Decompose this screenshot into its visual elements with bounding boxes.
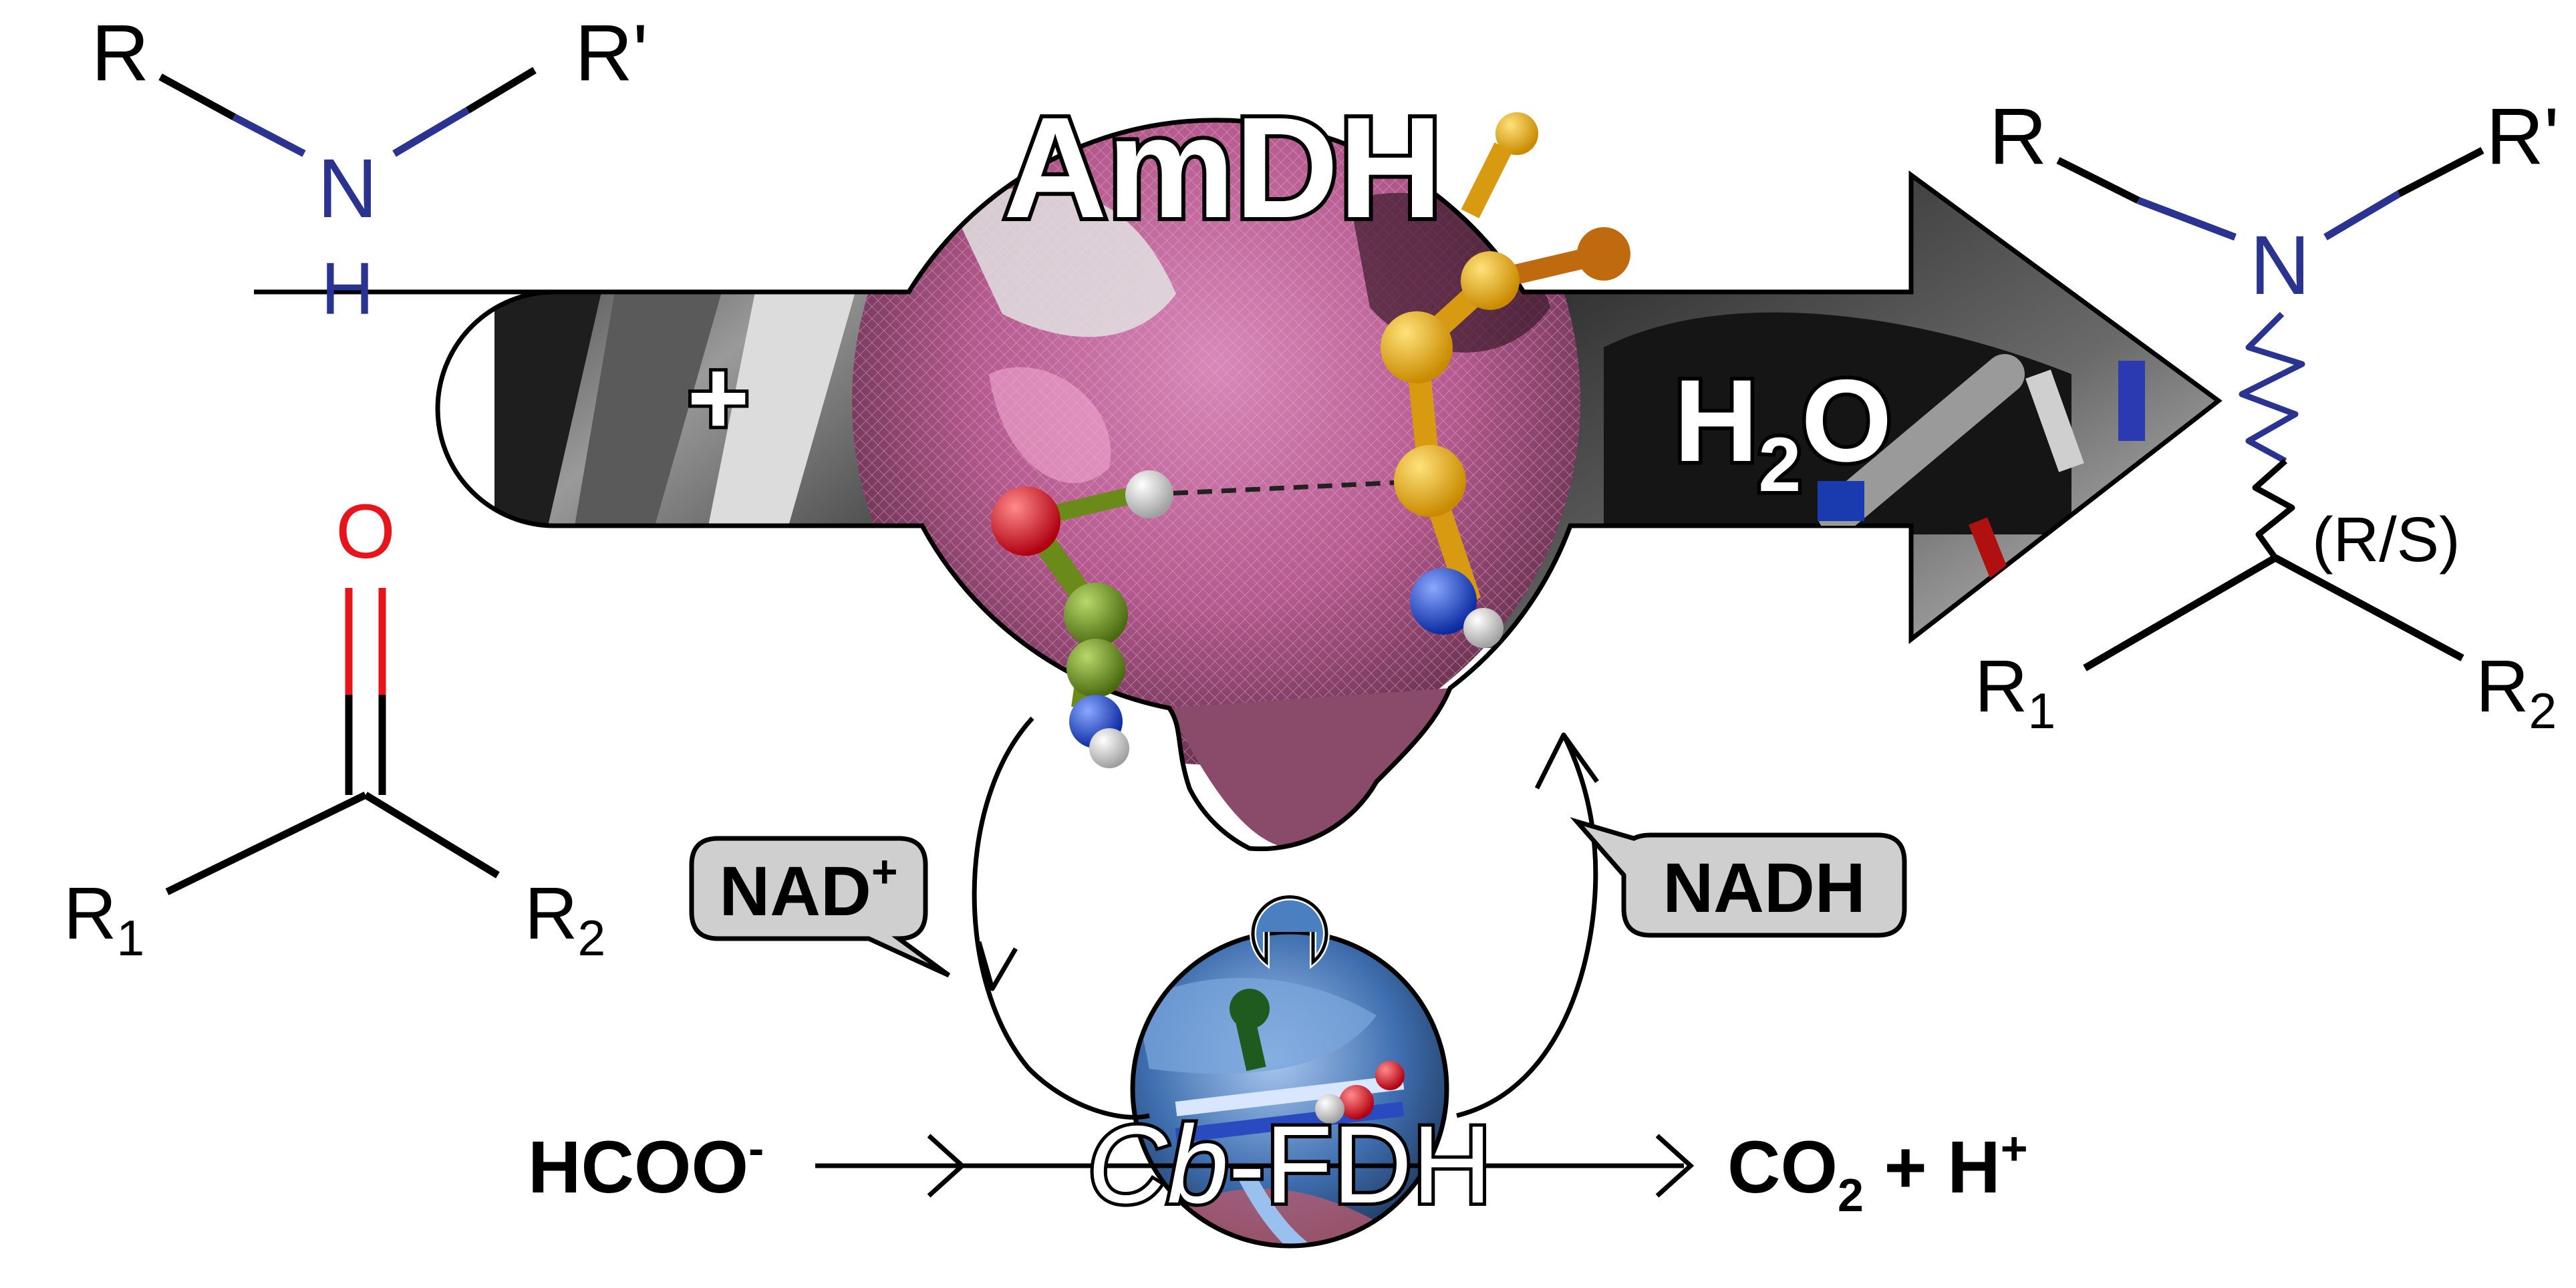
amine-product: R R' N (R/S) R1 R2 [1975, 92, 2559, 739]
product-r-prime-label: R' [2486, 92, 2559, 181]
product-r2-label: R2 [2476, 645, 2557, 739]
ketone-r1-label: R1 [63, 872, 144, 966]
product-r1-label: R1 [1975, 645, 2055, 739]
amine-r-prime-label: R' [575, 8, 648, 98]
plus-sign: + [687, 337, 749, 457]
ketone-substrate: O R1 R2 [63, 489, 605, 966]
active-site-residues [991, 112, 1630, 768]
amdh-enzyme-arrow [254, 118, 2223, 852]
oxygen-atom [991, 486, 1060, 556]
product-n-label: N [2250, 219, 2310, 312]
nadh-callout: NADH [1570, 817, 1907, 938]
water-label: H2O [1674, 356, 1892, 508]
amine-substrate: R R' N H [92, 8, 648, 330]
amdh-label: AmDH [1004, 87, 1443, 248]
ketone-o-label: O [335, 489, 395, 575]
fdh-label: Cb-FDH [1088, 1103, 1492, 1226]
nadh-label: NADH [1663, 849, 1865, 927]
fdh-enzyme-globe [1130, 929, 1449, 1249]
enzyme-coupling-connector [1250, 893, 1330, 969]
formate-label: HCOO- [528, 1122, 764, 1209]
formate-oxidation-arrow [815, 1134, 1695, 1198]
amine-n-label: N [317, 142, 378, 235]
cofactor-cycle [972, 716, 1599, 1120]
ketone-r2-label: R2 [525, 872, 605, 966]
nad-plus-callout: NAD+ [689, 836, 951, 978]
nad-plus-label: NAD+ [719, 846, 897, 931]
co2-h-label: CO2 + H+ [1727, 1122, 2028, 1221]
amine-r-label: R [92, 8, 150, 98]
amine-h-label: H [321, 248, 374, 330]
stereochemistry-label: (R/S) [2312, 504, 2460, 575]
enzyme-labels: + AmDH H2O Cb-FDH [684, 83, 1896, 1229]
product-r-label: R [1989, 92, 2047, 181]
